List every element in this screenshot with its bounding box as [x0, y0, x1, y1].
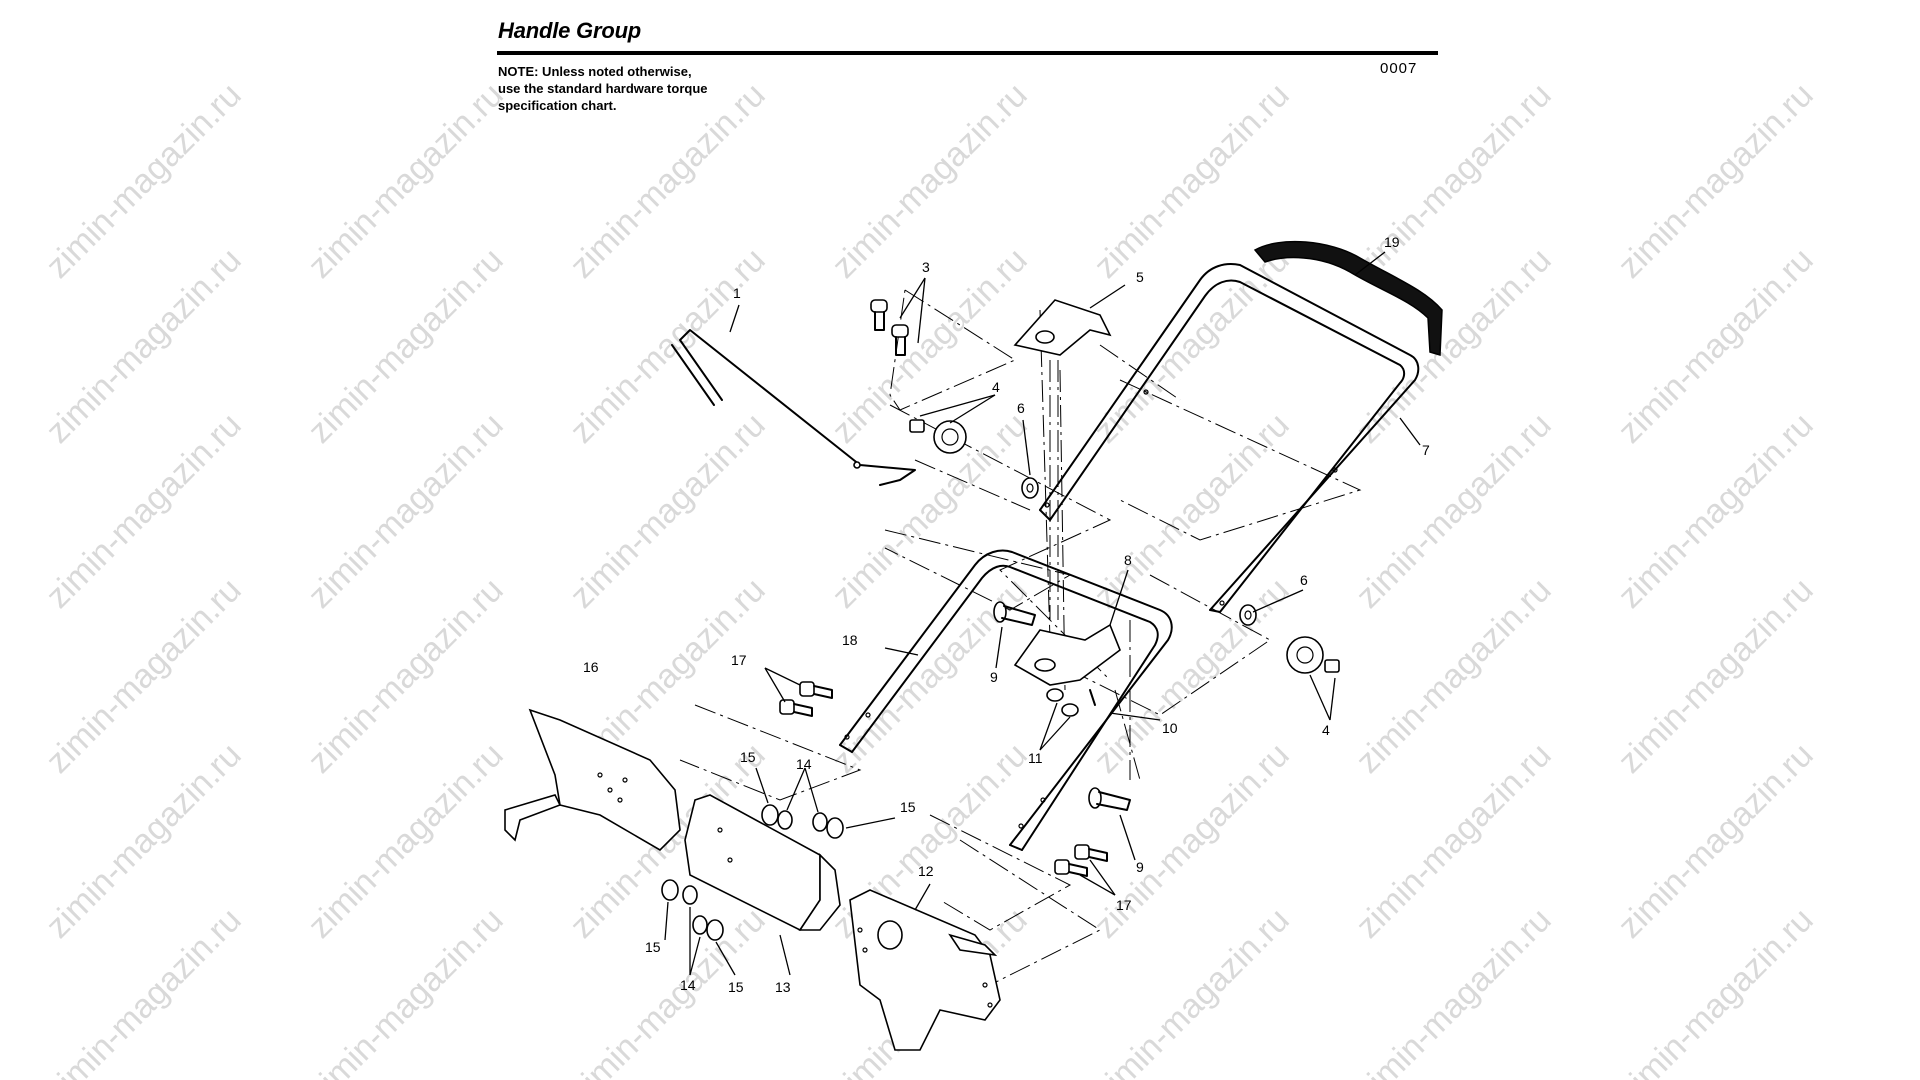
part-9-bolts [993, 601, 1131, 811]
callout-5: 5 [1136, 269, 1144, 285]
callout-12: 12 [918, 863, 934, 879]
callout-4-lower: 4 [1322, 722, 1330, 738]
part-8-clamp-bracket [1013, 623, 1121, 686]
document-code: 0007 [1380, 60, 1418, 77]
assembly-guide-lines [679, 289, 1362, 986]
callout-leaders [664, 251, 1421, 976]
callout-15-b: 15 [900, 799, 916, 815]
part-6-washers [1021, 477, 1257, 626]
callout-17-lower: 17 [1116, 897, 1132, 913]
callout-11: 11 [1028, 750, 1043, 766]
part-16-mounting-bracket [504, 708, 681, 852]
callout-8: 8 [1124, 552, 1132, 568]
callout-13: 13 [775, 979, 791, 995]
callout-9-lower: 9 [1136, 859, 1144, 875]
callout-15-a: 15 [740, 749, 756, 765]
part-4-knob-lower [1286, 636, 1340, 674]
callout-labels: 1 3 5 19 4 6 7 8 6 18 9 16 17 10 4 11 15… [583, 234, 1430, 995]
callout-15-c: 15 [645, 939, 661, 955]
callout-17-upper: 17 [731, 652, 747, 668]
part-18-lower-handle [839, 549, 1173, 851]
torque-note: NOTE: Unless noted otherwise, use the st… [498, 64, 708, 113]
callout-7: 7 [1422, 442, 1430, 458]
callout-14-lower: 14 [680, 977, 696, 993]
callout-3: 3 [922, 259, 930, 275]
part-1-control-rod [671, 329, 916, 486]
part-11-nuts [1046, 688, 1096, 717]
callout-18: 18 [842, 632, 858, 648]
callout-15-d: 15 [728, 979, 744, 995]
title-rule [497, 51, 1438, 55]
callout-10: 10 [1162, 720, 1178, 736]
callout-1: 1 [733, 285, 741, 301]
part-17-bolts [779, 681, 1108, 877]
part-5-clamp-bracket [1013, 299, 1112, 620]
callout-9-upper: 9 [990, 669, 998, 685]
part-4-knob-upper [909, 419, 967, 454]
callout-6-upper: 6 [1017, 400, 1025, 416]
part-14-15-hardware [661, 804, 844, 941]
callout-16: 16 [583, 659, 599, 675]
part-12-mounting-bracket [849, 889, 1001, 1051]
callout-4-upper: 4 [992, 379, 1000, 395]
part-19-handle-grip [1253, 240, 1443, 356]
callout-19: 19 [1384, 234, 1400, 250]
callout-14-upper: 14 [796, 756, 812, 772]
callout-6-lower: 6 [1300, 572, 1308, 588]
part-3-bolts [870, 299, 909, 356]
page-title: Handle Group [498, 18, 642, 43]
part-13-center-bracket [684, 794, 841, 932]
part-7-upper-handle [1039, 263, 1420, 613]
